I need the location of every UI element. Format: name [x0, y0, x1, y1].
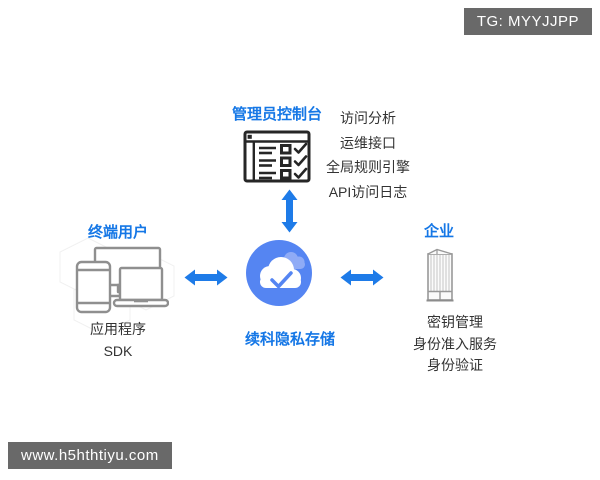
enterprise-feature-list: 密钥管理 身份准入服务 身份验证 [375, 312, 535, 377]
enterprise-feature-item: 密钥管理 [427, 314, 483, 330]
end-users-title: 终端用户 [87, 224, 148, 241]
arrow-center-enterprise [340, 269, 384, 286]
users-feature-item: 应用程序 [90, 321, 146, 337]
users-feature-item: SDK [103, 343, 133, 359]
enterprise-feature-item: 身份准入服务 [413, 335, 497, 352]
admin-feature-item: 运维接口 [340, 134, 396, 151]
telegram-badge: TG: MYYJJPP [463, 8, 592, 35]
console-checklist-icon [243, 130, 311, 183]
enterprise-feature-item: 身份验证 [427, 357, 483, 373]
arrow-users-center [184, 269, 228, 286]
building-icon [426, 248, 454, 302]
admin-feature-item: 访问分析 [340, 110, 396, 126]
site-watermark: www.h5hthtiyu.com [8, 442, 172, 469]
arrow-center-admin [281, 189, 298, 233]
cloud-check-icon [260, 252, 305, 289]
privacy-storage-node [246, 240, 312, 306]
admin-feature-item: 全局规则引擎 [326, 159, 410, 175]
admin-console-title: 管理员控制台 [231, 106, 322, 123]
devices-icon [75, 246, 169, 314]
enterprise-title: 企业 [423, 223, 454, 240]
admin-feature-item: API访问日志 [328, 183, 408, 200]
privacy-storage-label: 续科隐私存储 [244, 331, 335, 348]
admin-feature-list: 访问分析 运维接口 全局规则引擎 API访问日志 [308, 106, 428, 204]
users-feature-list: 应用程序 SDK [38, 318, 198, 362]
